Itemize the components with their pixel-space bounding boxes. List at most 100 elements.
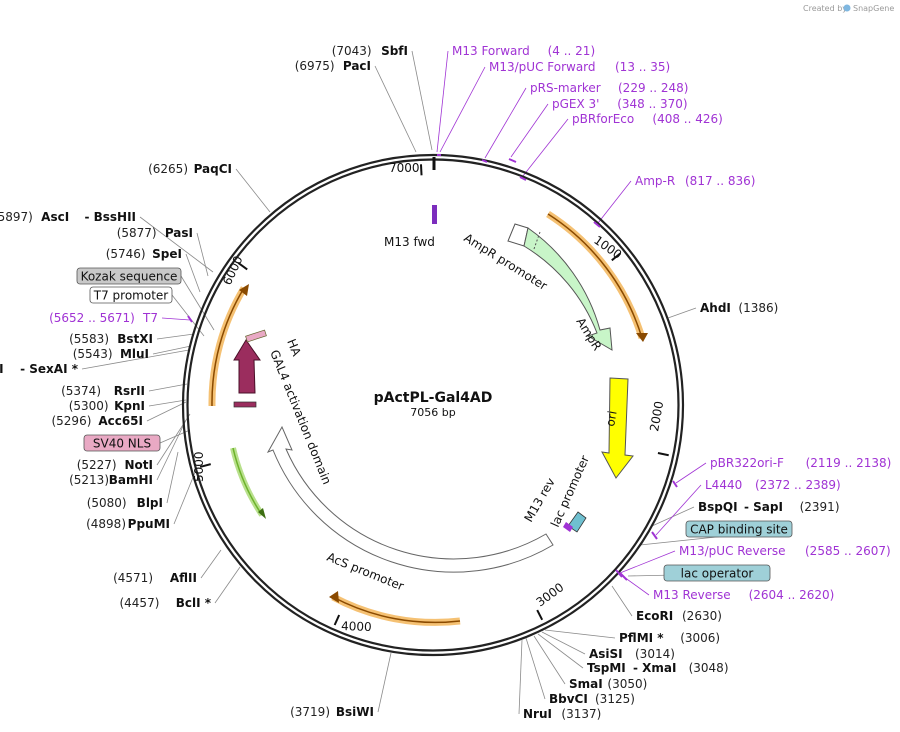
boxed-feature-tag[interactable] (685, 520, 793, 538)
ruler-label: 2000 (647, 400, 666, 433)
restriction-site-label[interactable]: AhdI (700, 301, 731, 315)
primer-label: pBR322ori-F (710, 456, 784, 470)
restriction-site-label[interactable]: AflII (170, 571, 197, 585)
orf-arc-ampr-head (636, 333, 648, 342)
restriction-site-label[interactable]: BbvCI (549, 692, 588, 706)
ori-arrow[interactable] (601, 377, 634, 479)
ruler-tick (419, 164, 423, 176)
orf-arc-acs-head (329, 591, 339, 603)
ruler-tick (611, 252, 621, 262)
feature-label-m13-fwd: M13 fwd (384, 235, 435, 249)
restriction-site-label[interactable]: SmaI (569, 677, 603, 691)
restriction-site-position: (5897) (0, 210, 33, 224)
restriction-site-label[interactable]: AscI (41, 210, 69, 224)
restriction-site-label[interactable]: PacI (343, 59, 371, 73)
restriction-site-label[interactable]: PflMI * (619, 631, 664, 645)
restriction-site-alias[interactable]: - SapI (744, 500, 783, 514)
ha-tag[interactable] (245, 329, 267, 343)
plasmid-name: pActPL-Gal4AD (374, 390, 493, 406)
green-arrow[interactable] (230, 447, 265, 517)
restriction-site-position: (5583) (69, 332, 109, 346)
restriction-site-position: (4457) (119, 596, 159, 610)
restriction-site-position: (3048) (689, 661, 729, 675)
restriction-site-position: (2630) (682, 609, 722, 623)
ruler-tick (237, 262, 248, 271)
restriction-site-position: (5746) (106, 247, 146, 261)
restriction-site-alias[interactable]: - SexAI * (20, 362, 79, 376)
restriction-site-label[interactable]: NotI (125, 458, 154, 472)
gal4-arrow[interactable] (233, 339, 261, 394)
restriction-site-label[interactable]: CsiI (0, 362, 4, 376)
primer-range: (229 .. 248) (618, 81, 688, 95)
primer-range: (817 .. 836) (685, 174, 755, 188)
primer-marks (187, 154, 678, 581)
primer-range: (2372 .. 2389) (755, 478, 841, 492)
primer-range: (2585 .. 2607) (805, 544, 891, 558)
restriction-site-position: (2391) (800, 500, 840, 514)
restriction-site-label[interactable]: BamHI (109, 473, 153, 487)
restriction-site-label[interactable]: AsiSI (589, 647, 623, 661)
primer-label: M13 Forward (452, 44, 530, 58)
ruler-label: 6000 (220, 254, 246, 288)
restriction-site-label[interactable]: MluI (120, 347, 149, 361)
restriction-site-position: (1386) (738, 301, 778, 315)
restriction-site-position: (5296) (51, 414, 91, 428)
restriction-site-position: (3137) (561, 707, 601, 721)
boxed-feature-tag[interactable] (89, 286, 173, 304)
primer-label: pRS-marker (530, 81, 601, 95)
m13-fwd-site[interactable] (432, 205, 437, 224)
feature-label-ori: ori (603, 410, 619, 428)
boxed-feature-label: CAP binding site (690, 523, 788, 537)
restriction-site-position: (3006) (680, 631, 720, 645)
restriction-site-label[interactable]: SpeI (152, 247, 182, 261)
ruler-tick (657, 452, 669, 457)
restriction-site-position: (5543) (73, 347, 113, 361)
restriction-site-label[interactable]: Acc65I (98, 414, 143, 428)
feature-arrows (208, 157, 648, 626)
backbone-outer-strand (181, 153, 685, 657)
restriction-site-position: (4898) (86, 517, 126, 531)
ruler-label: 3000 (534, 580, 567, 609)
restriction-site-label[interactable]: PasI (165, 226, 193, 240)
primer-range: (13 .. 35) (615, 60, 670, 74)
restriction-site-position: (3050) (607, 677, 647, 691)
primer-label: M13/pUC Reverse (679, 544, 786, 558)
primer-range: (408 .. 426) (652, 112, 722, 126)
acs-promoter-arrow[interactable] (266, 425, 554, 573)
primer-label: pBRforEco (572, 112, 634, 126)
restriction-site-label[interactable]: BspQI (698, 500, 738, 514)
primer-range: (2119 .. 2138) (806, 456, 892, 470)
restriction-site-position: (7043) (332, 44, 372, 58)
restriction-site-label[interactable]: PaqCI (194, 162, 232, 176)
feature-label-ha: HA (284, 337, 304, 359)
restriction-site-label[interactable]: TspMI (587, 661, 626, 675)
restriction-site-label[interactable]: NruI (523, 707, 552, 721)
restriction-site-label[interactable]: RsrII (114, 384, 145, 398)
boxed-feature-tag[interactable] (663, 564, 771, 582)
sv40-nls-site[interactable] (233, 401, 257, 408)
restriction-site-label[interactable]: KpnI (114, 399, 145, 413)
primer-label: T7 (142, 311, 158, 325)
ruler-tick (333, 614, 341, 626)
credit-brand: SnapGene (853, 4, 894, 13)
primer-label: M13/pUC Forward (489, 60, 596, 74)
boxed-feature-tag[interactable] (83, 434, 161, 452)
restriction-site-label[interactable]: EcoRI (636, 609, 673, 623)
restriction-site-position: (3125) (595, 692, 635, 706)
ruler-tick (199, 463, 211, 468)
restriction-site-label[interactable]: BclI * (176, 596, 212, 610)
primer-label: pGEX 3' (552, 97, 599, 111)
orf-arc-left-head (239, 284, 249, 296)
ampr-arrow[interactable] (523, 227, 613, 351)
boxed-feature-tag[interactable] (76, 267, 182, 285)
restriction-site-label[interactable]: BsiWI (336, 705, 374, 719)
restriction-site-label[interactable]: PpuMI (128, 517, 170, 531)
restriction-site-position: (5227) (77, 458, 117, 472)
m13-rev-site[interactable] (563, 522, 573, 532)
restriction-site-label[interactable]: BlpI (137, 496, 163, 510)
primer-range: (2604 .. 2620) (749, 588, 835, 602)
restriction-site-label[interactable]: BstXI (117, 332, 153, 346)
restriction-site-alias[interactable]: - XmaI (633, 661, 676, 675)
restriction-site-label[interactable]: SbfI (381, 44, 408, 58)
restriction-site-alias[interactable]: - BssHII (84, 210, 136, 224)
